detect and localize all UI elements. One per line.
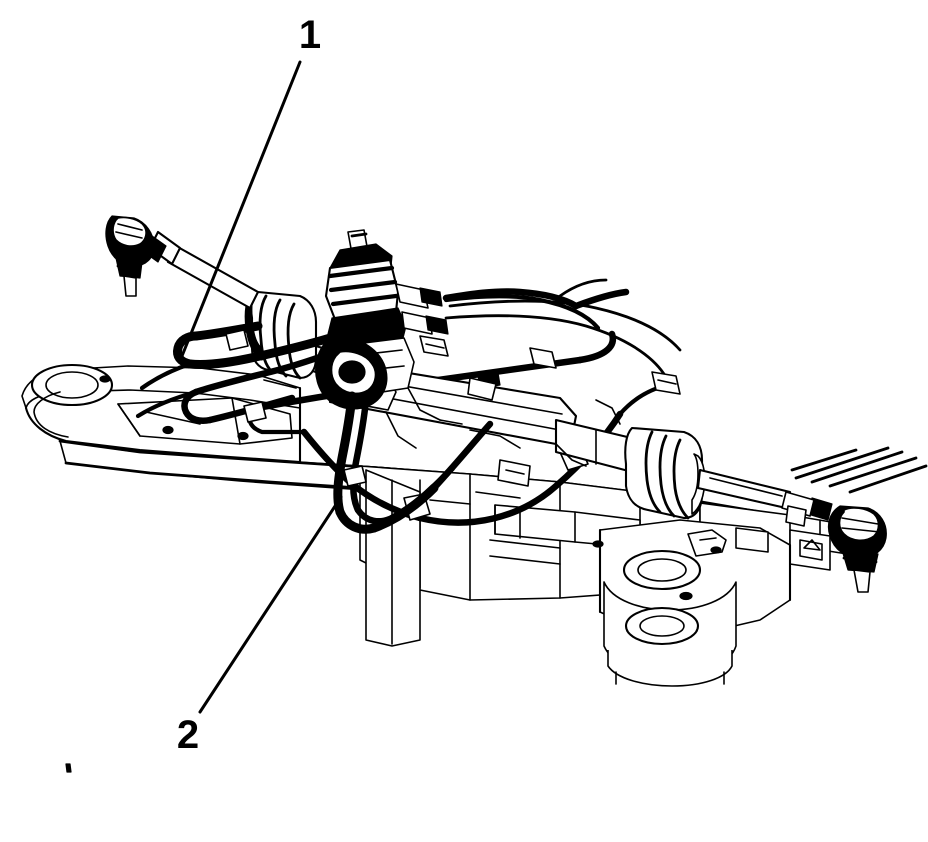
power-steering-hoses <box>135 278 682 534</box>
hydraulic-line-clamp <box>419 335 681 401</box>
steering-gear-valve-housing <box>315 229 449 410</box>
stray-mark <box>65 763 72 773</box>
callout-1-label: 1 <box>299 13 321 57</box>
structural-detail-lines <box>145 379 621 565</box>
callout-2-label: 2 <box>177 713 199 757</box>
right-rack-bellows-boot <box>624 426 792 520</box>
callout-2: 2 <box>177 495 343 757</box>
right-outer-tie-rod-end <box>781 491 887 593</box>
section-hatching <box>790 446 928 494</box>
callout-1-leader <box>180 60 302 358</box>
left-outer-tie-rod-end <box>105 215 182 297</box>
callout-1: 1 <box>180 13 321 358</box>
callout-2-leader <box>198 495 343 714</box>
